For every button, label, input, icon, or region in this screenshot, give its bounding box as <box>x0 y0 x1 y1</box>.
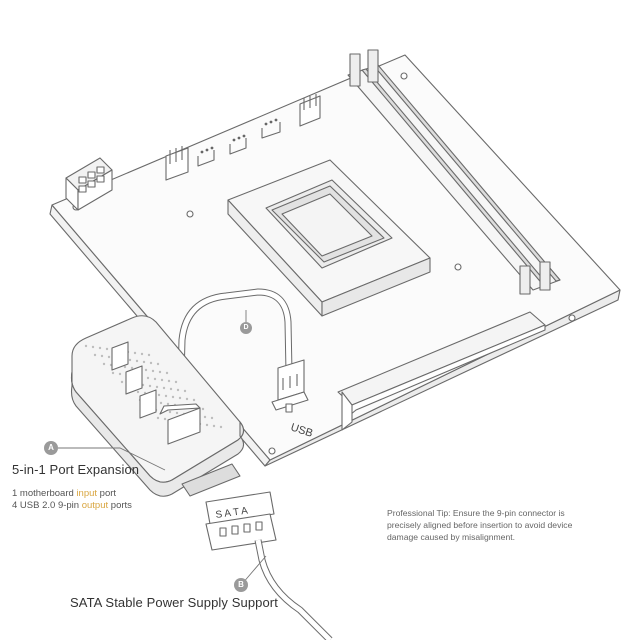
hub-texture-dot <box>130 366 134 370</box>
hub-texture-dot <box>123 365 127 369</box>
hub-texture-dot <box>175 411 179 415</box>
hub-texture-dot <box>142 360 146 364</box>
hub-texture-dot <box>160 378 164 382</box>
hub-texture-dot <box>156 416 160 420</box>
hub-texture-dot <box>162 386 166 390</box>
hub-texture-dot <box>140 352 144 356</box>
hub-texture-dot <box>192 398 196 402</box>
pcie-slot <box>337 311 546 431</box>
output-accent: output <box>81 500 109 511</box>
hub-texture-dot <box>178 396 182 400</box>
hub <box>70 315 245 497</box>
hub-texture-dot <box>164 394 168 398</box>
hub-texture-dot <box>165 371 169 375</box>
hub-texture-dot <box>185 397 189 401</box>
hub-texture-dot <box>166 402 170 406</box>
hub-texture-dot <box>219 425 223 429</box>
hub-texture-dot <box>144 368 148 372</box>
power-connector <box>65 157 113 211</box>
ram-slots <box>347 49 561 295</box>
hub-texture-dot <box>148 384 152 388</box>
hub-texture-dot <box>157 393 161 397</box>
hub-texture-dot <box>205 423 209 427</box>
callout-a-title: 5-in-1 Port Expansion <box>12 462 140 477</box>
hub-texture-dot <box>168 410 172 414</box>
input-accent: input <box>76 488 98 499</box>
hub-texture-dot <box>107 355 111 359</box>
professional-tip: Professional Tip: Ensure the 9-pin conne… <box>387 508 573 542</box>
hub-texture-dot <box>153 377 157 381</box>
hub-texture-dot <box>210 416 214 420</box>
hub-texture-dot <box>93 353 97 357</box>
callout-d-badge: D <box>240 322 252 334</box>
hub-texture-dot <box>163 417 167 421</box>
hub-texture-dot <box>118 372 122 376</box>
callout-b-badge: B <box>234 578 248 592</box>
hub-texture-dot <box>158 370 162 374</box>
hub-texture-dot <box>151 369 155 373</box>
hub-texture-dot <box>174 380 178 384</box>
hub-texture-dot <box>84 344 88 348</box>
cpu-socket <box>227 159 431 317</box>
hub-texture-dot <box>183 389 187 393</box>
fan-headers <box>165 94 321 181</box>
hub-texture-dot <box>167 379 171 383</box>
callout-a-line1: 1 motherboard input port <box>12 488 117 499</box>
hub-texture-dot <box>120 380 124 384</box>
hub-texture-dot <box>136 390 140 394</box>
hub-texture-dot <box>176 388 180 392</box>
hub-texture-dot <box>111 371 115 375</box>
callout-b-title: SATA Stable Power Supply Support <box>70 595 278 610</box>
hub-texture-dot <box>98 346 102 350</box>
hub-texture-dot <box>91 345 95 349</box>
hub-texture-dot <box>212 424 216 428</box>
hub-texture-dot <box>135 359 139 363</box>
hub-texture-dot <box>156 362 160 366</box>
hub-texture-dot <box>171 395 175 399</box>
sata-cable <box>254 539 333 640</box>
hub-texture-dot <box>147 353 151 357</box>
callout-a-line2: 4 USB 2.0 9-pin output ports <box>12 500 132 511</box>
hub-texture-dot <box>105 347 109 351</box>
hub-texture-dot <box>146 376 150 380</box>
hub-texture-dot <box>149 361 153 365</box>
usb-cable <box>176 288 293 413</box>
hub-texture-dot <box>201 407 205 411</box>
hub-texture-dot <box>159 401 163 405</box>
hub-texture-dot <box>169 387 173 391</box>
hub-texture-dot <box>100 354 104 358</box>
hub-texture-dot <box>133 351 137 355</box>
sata-connector <box>205 491 277 551</box>
callout-a-badge: A <box>44 441 58 455</box>
hub-texture-dot <box>203 415 207 419</box>
hub-texture-dot <box>128 358 132 362</box>
usb-header <box>271 359 309 413</box>
hub-texture-dot <box>155 385 159 389</box>
hub-texture-dot <box>102 362 106 366</box>
sata-label: S A T A <box>215 506 249 521</box>
